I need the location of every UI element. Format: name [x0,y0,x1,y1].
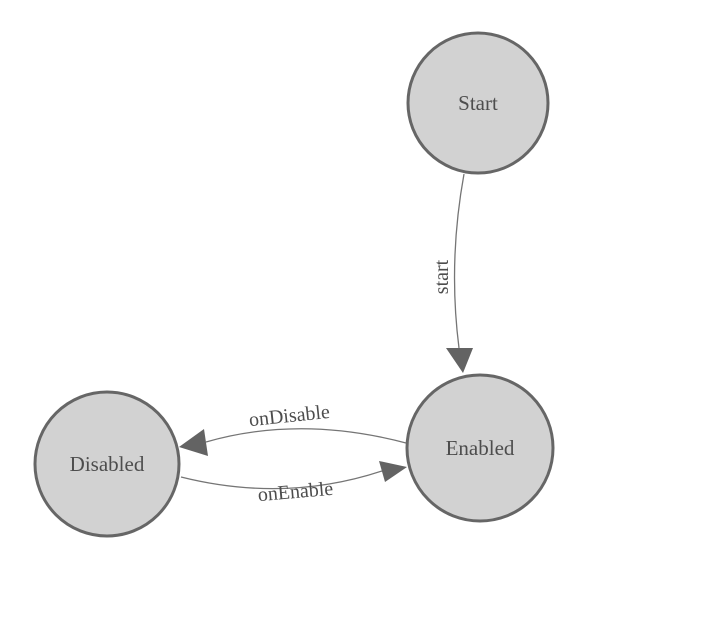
state-label-enabled: Enabled [446,436,515,460]
edge-enabled-to-disabled: onDisable [179,401,407,456]
state-label-start: Start [458,91,498,115]
state-node-start[interactable]: Start [406,31,550,175]
state-circle-enabled[interactable] [405,373,555,523]
edge-label-start: start [431,259,453,294]
edge-line-ondisable [205,428,407,444]
edge-disabled-to-enabled: onEnable [180,461,407,507]
arrowhead-enabled-to-disabled-icon [179,429,208,456]
state-node-disabled[interactable]: Disabled [33,390,181,538]
state-circle-start[interactable] [406,31,550,175]
edge-line-onenable [180,470,383,490]
edge-line-start [453,173,465,349]
edge-start-to-enabled: start [431,173,473,373]
arrowhead-disabled-to-enabled-icon [379,461,407,482]
state-circle-disabled[interactable] [33,390,181,538]
state-label-disabled: Disabled [70,452,145,476]
arrowhead-start-to-enabled-icon [446,348,473,373]
edge-label-ondisable: onDisable [248,401,331,431]
edge-label-onenable: onEnable [257,478,334,507]
state-node-enabled[interactable]: Enabled [405,373,555,523]
